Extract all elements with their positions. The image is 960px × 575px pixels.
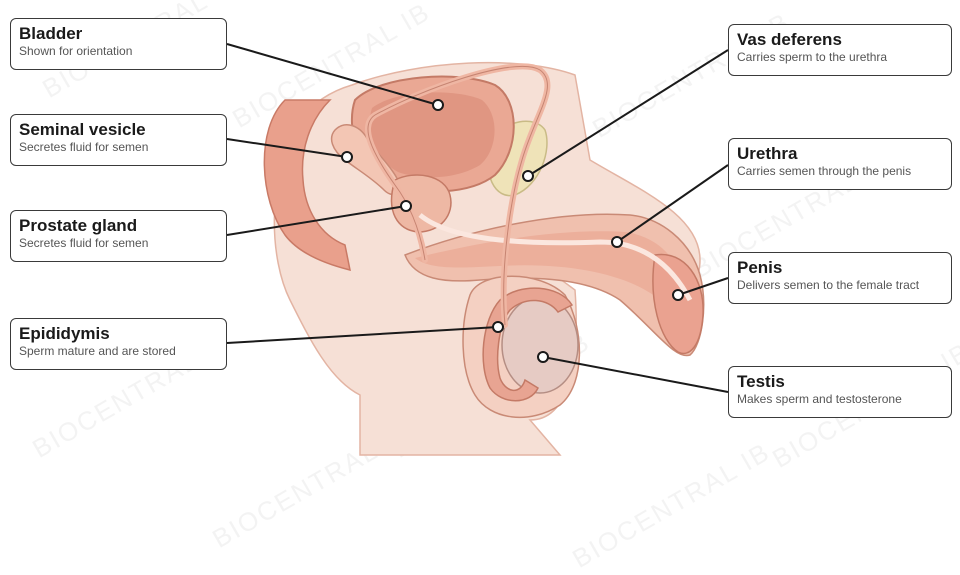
label-title: Seminal vesicle	[19, 120, 146, 139]
label-urethra: Urethra Carries semen through the penis	[728, 138, 952, 190]
label-subtitle: Secretes fluid for semen	[19, 140, 149, 154]
label-bladder: Bladder Shown for orientation	[10, 18, 227, 70]
leader-urethra	[616, 164, 729, 243]
leader-penis	[677, 277, 729, 296]
label-title: Prostate gland	[19, 216, 138, 235]
label-vas-deferens: Vas deferens Carries sperm to the urethr…	[728, 24, 952, 76]
leader-testis	[542, 356, 729, 393]
leader-prostate	[226, 205, 407, 236]
label-title: Vas deferens	[737, 30, 842, 49]
leader-lines	[226, 43, 729, 393]
bladder-lining	[369, 92, 495, 178]
label-title: Penis	[737, 258, 783, 277]
label-subtitle: Carries semen through the penis	[737, 164, 912, 178]
label-title: Epididymis	[19, 324, 110, 343]
leader-epididymis	[226, 326, 499, 344]
vas-deferens-outline	[367, 65, 548, 326]
label-subtitle: Shown for orientation	[19, 44, 133, 58]
label-epididymis: Epididymis Sperm mature and are stored	[10, 318, 227, 370]
label-subtitle: Makes sperm and testosterone	[737, 392, 902, 406]
label-testis: Testis Makes sperm and testosterone	[728, 366, 952, 418]
label-title: Bladder	[19, 24, 83, 43]
dot-testis	[537, 351, 549, 363]
dot-seminal-vesicle	[341, 151, 353, 163]
diagram: BIOCENTRAL IB BIOCENTRAL IB BIOCENTRAL I…	[10, 0, 960, 574]
label-seminal-vesicle: Seminal vesicle Secretes fluid for semen	[10, 114, 227, 166]
dot-prostate	[400, 200, 412, 212]
anatomy-illustration	[226, 43, 729, 456]
leader-seminal-vesicle	[226, 138, 348, 158]
label-subtitle: Carries sperm to the urethra	[737, 50, 888, 64]
leader-bladder	[226, 43, 439, 106]
label-penis: Penis Delivers semen to the female tract	[728, 252, 952, 304]
label-subtitle: Delivers semen to the female tract	[737, 278, 920, 292]
dot-bladder	[432, 99, 444, 111]
label-title: Urethra	[737, 144, 798, 163]
leader-vas-deferens	[527, 49, 729, 177]
leader-dots	[341, 99, 684, 363]
glans	[652, 253, 704, 355]
label-prostate-gland: Prostate gland Secretes fluid for semen	[10, 210, 227, 262]
label-title: Testis	[737, 372, 785, 391]
dot-penis	[672, 289, 684, 301]
corpus	[415, 231, 682, 300]
testis-shape	[501, 296, 579, 394]
urethra-channel	[418, 213, 693, 302]
label-subtitle: Sperm mature and are stored	[19, 344, 176, 358]
dot-urethra	[611, 236, 623, 248]
dot-epididymis	[492, 321, 504, 333]
label-subtitle: Secretes fluid for semen	[19, 236, 149, 250]
dot-vas-deferens	[522, 170, 534, 182]
prostate-shape	[390, 174, 452, 233]
